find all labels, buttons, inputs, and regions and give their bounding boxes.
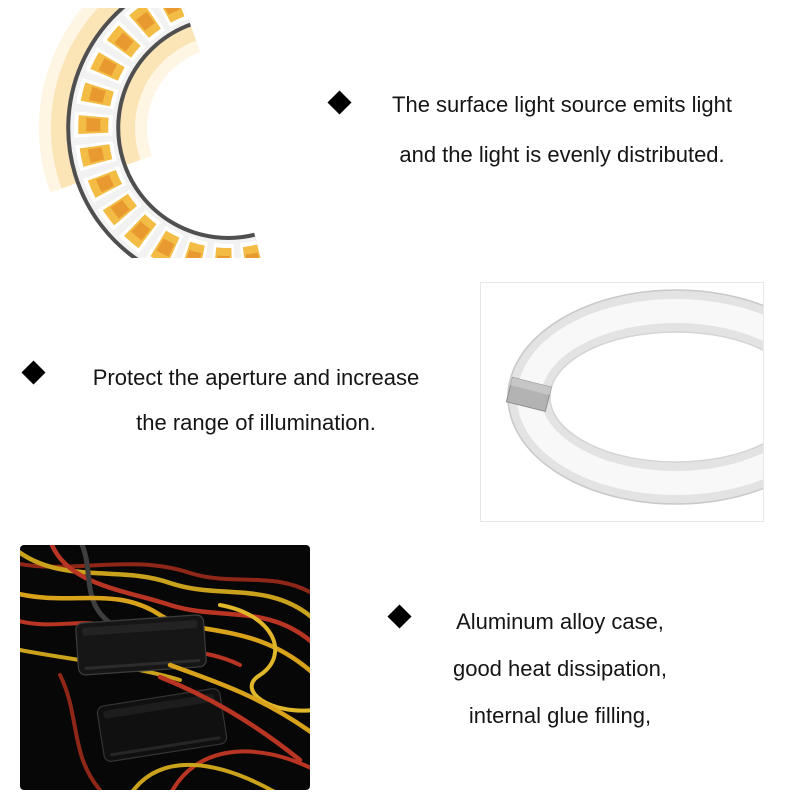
ring-opening-connector	[505, 376, 552, 413]
diamond-bullet-icon	[21, 360, 46, 385]
controller-illustration	[20, 545, 310, 790]
feature-text-line: and the light is evenly distributed.	[399, 142, 725, 167]
feature-text-line: The surface light source emits light	[392, 92, 732, 117]
led-strip-illustration	[38, 8, 261, 258]
controller-wires-photo	[20, 545, 310, 790]
wires-under	[20, 545, 310, 790]
halo-ring-illustration	[505, 289, 763, 505]
led-strip-photo	[18, 8, 314, 258]
feature-text-line: Aluminum alloy case,	[456, 609, 664, 634]
controller-box-bottom	[96, 688, 228, 762]
wires-over	[157, 662, 310, 763]
feature-surface-light: The surface light source emits light and…	[352, 80, 772, 180]
feature-aluminum-case: Aluminum alloy case, good heat dissipati…	[395, 598, 725, 739]
diamond-bullet-icon	[327, 90, 352, 115]
feature-text-line: the range of illumination.	[136, 410, 376, 435]
feature-aperture: Protect the aperture and increase the ra…	[60, 355, 452, 445]
led-chips	[74, 8, 261, 258]
feature-text-line: Protect the aperture and increase	[92, 365, 420, 390]
feature-text-line: good heat dissipation,	[452, 656, 668, 681]
controller-box-top	[75, 614, 207, 676]
halo-ring-photo	[480, 282, 764, 522]
feature-text-line: internal glue filling,	[468, 703, 652, 728]
